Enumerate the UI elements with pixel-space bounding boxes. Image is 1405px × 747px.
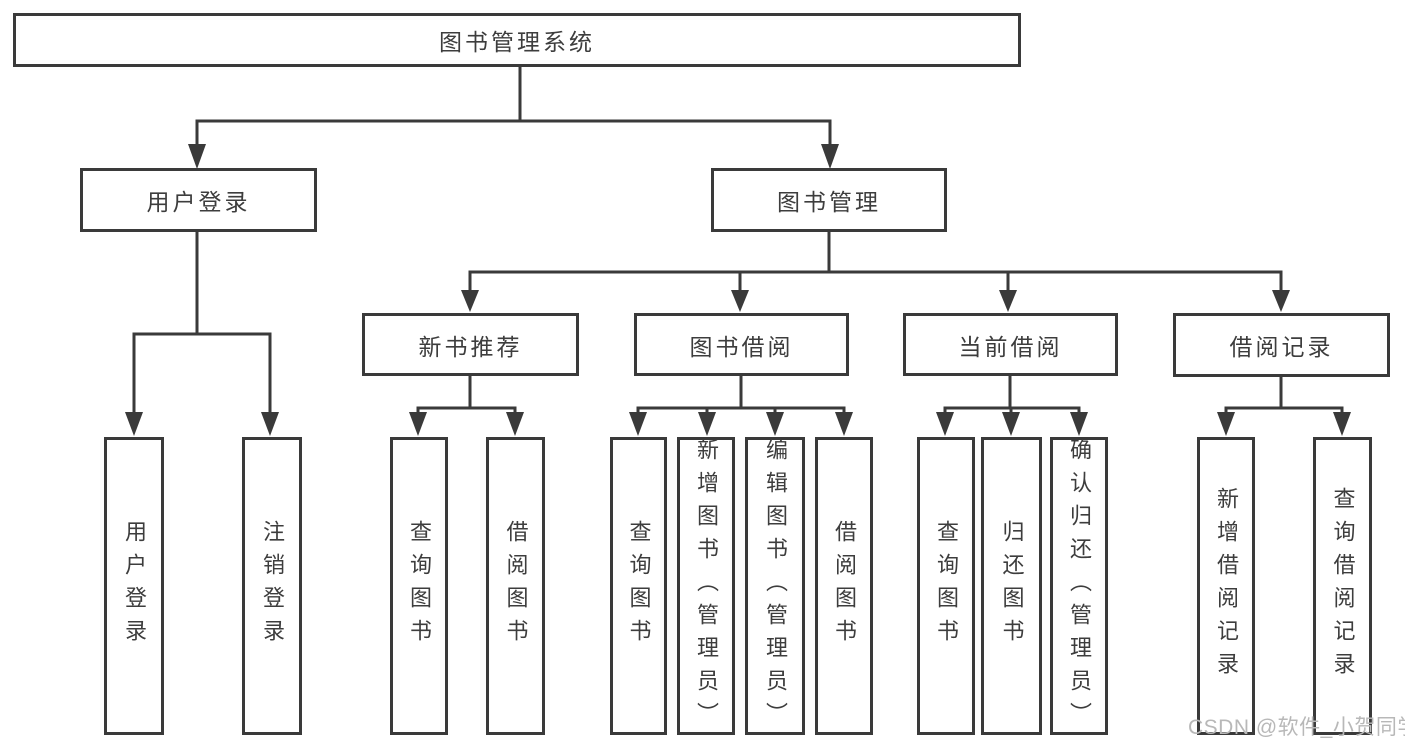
node-current-borrow: 当前借阅 bbox=[903, 313, 1118, 376]
connector-book-management-to-level3 bbox=[468, 232, 1283, 294]
connector-borrow-records-to-leaves bbox=[1224, 377, 1344, 416]
leaf-borrow-books-recommend: 借阅图书 bbox=[486, 437, 545, 735]
leaf-user-login: 用户登录 bbox=[104, 437, 164, 735]
node-book-borrow: 图书借阅 bbox=[634, 313, 849, 376]
leaf-query-borrow-record-label: 查询借阅记录 bbox=[1330, 487, 1356, 685]
node-new-book-recommend: 新书推荐 bbox=[362, 313, 579, 376]
leaf-query-books-recommend: 查询图书 bbox=[390, 437, 448, 735]
leaf-confirm-return-admin-label: 确认归还（管理员） bbox=[1067, 437, 1092, 735]
connector-user-login-to-leaves bbox=[132, 232, 272, 416]
leaf-borrow-books-recommend-label: 借阅图书 bbox=[503, 520, 529, 652]
arrowhead bbox=[461, 290, 479, 312]
leaf-query-borrow-record: 查询借阅记录 bbox=[1313, 437, 1372, 735]
arrowhead bbox=[1217, 412, 1235, 436]
leaf-edit-books-admin: 编辑图书（管理员） bbox=[745, 437, 805, 735]
arrowhead bbox=[999, 290, 1017, 312]
leaf-add-books-admin: 新增图书（管理员） bbox=[677, 437, 735, 735]
leaf-logout-login: 注销登录 bbox=[242, 437, 302, 735]
node-borrow-records: 借阅记录 bbox=[1173, 313, 1390, 377]
leaf-borrow-books-borrow-label: 借阅图书 bbox=[832, 520, 857, 652]
arrowhead bbox=[731, 290, 749, 312]
node-borrow-records-label: 借阅记录 bbox=[1229, 334, 1334, 360]
leaf-borrow-books-borrow: 借阅图书 bbox=[815, 437, 873, 735]
leaf-query-books-borrow-label: 查询图书 bbox=[626, 520, 652, 652]
arrowhead bbox=[506, 412, 524, 436]
leaf-query-books-current: 查询图书 bbox=[917, 437, 975, 735]
leaf-query-books-current-label: 查询图书 bbox=[934, 520, 959, 652]
arrowhead bbox=[698, 412, 716, 436]
leaf-add-borrow-record-label: 新增借阅记录 bbox=[1214, 487, 1239, 685]
node-new-book-recommend-label: 新书推荐 bbox=[418, 333, 523, 360]
connector-root-to-level2 bbox=[195, 66, 832, 147]
arrowhead bbox=[1002, 412, 1020, 436]
arrowhead bbox=[1333, 412, 1351, 436]
arrowhead bbox=[1272, 290, 1290, 312]
leaf-query-books-recommend-label: 查询图书 bbox=[407, 520, 432, 652]
watermark: CSDN @软件_小贺同学 bbox=[1188, 716, 1405, 739]
node-book-management-label: 图书管理 bbox=[777, 189, 881, 215]
leaf-query-books-borrow: 查询图书 bbox=[610, 437, 667, 735]
arrowhead bbox=[835, 412, 853, 436]
leaf-confirm-return-admin: 确认归还（管理员） bbox=[1050, 437, 1108, 735]
node-user-login-label: 用户登录 bbox=[146, 189, 251, 215]
leaf-return-books-label: 归还图书 bbox=[999, 520, 1025, 652]
arrowhead bbox=[261, 412, 279, 436]
connector-book-borrow-to-leaves bbox=[636, 376, 846, 416]
node-book-management: 图书管理 bbox=[711, 168, 947, 232]
leaf-edit-books-admin-label: 编辑图书（管理员） bbox=[763, 437, 788, 735]
leaf-logout-login-label: 注销登录 bbox=[260, 520, 285, 652]
arrowhead bbox=[409, 412, 427, 436]
leaf-return-books: 归还图书 bbox=[981, 437, 1042, 735]
arrowhead bbox=[125, 412, 143, 436]
node-user-login: 用户登录 bbox=[80, 168, 317, 232]
connector-current-borrow-to-leaves bbox=[943, 376, 1081, 416]
arrowhead bbox=[188, 144, 206, 169]
node-root: 图书管理系统 bbox=[13, 13, 1021, 67]
connector-new-book-recommend-to-leaves bbox=[416, 376, 517, 416]
node-current-borrow-label: 当前借阅 bbox=[958, 333, 1063, 360]
arrowhead bbox=[766, 412, 784, 436]
arrowhead bbox=[629, 412, 647, 436]
node-root-label: 图书管理系统 bbox=[439, 29, 595, 55]
node-book-borrow-label: 图书借阅 bbox=[689, 333, 794, 360]
arrowhead bbox=[1070, 412, 1088, 436]
arrowhead bbox=[821, 144, 839, 169]
leaf-add-books-admin-label: 新增图书（管理员） bbox=[694, 437, 719, 735]
leaf-add-borrow-record: 新增借阅记录 bbox=[1197, 437, 1255, 735]
arrowhead bbox=[936, 412, 954, 436]
leaf-user-login-label: 用户登录 bbox=[122, 520, 147, 652]
